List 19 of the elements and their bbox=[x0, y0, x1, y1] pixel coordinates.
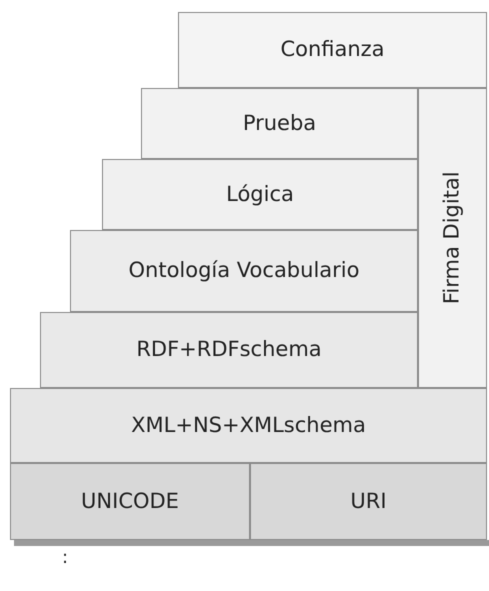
layer-label: URI bbox=[350, 488, 387, 515]
layer-label: XML+NS+XMLschema bbox=[131, 412, 366, 439]
layer-label: RDF+RDFschema bbox=[136, 336, 322, 364]
layer-label: Lógica bbox=[226, 180, 294, 208]
layer-box bbox=[102, 159, 418, 230]
layer-box bbox=[178, 12, 487, 88]
layer-label: Confianza bbox=[280, 36, 385, 64]
layer-box bbox=[10, 463, 250, 540]
layer-label: UNICODE bbox=[81, 488, 179, 515]
layer-box bbox=[141, 88, 418, 159]
layer-label: Firma Digital bbox=[438, 172, 465, 304]
layer-label: Ontología Vocabulario bbox=[128, 257, 360, 284]
layer-box bbox=[40, 312, 418, 388]
layer-box bbox=[70, 230, 418, 312]
note-text: : bbox=[62, 546, 68, 570]
layer-label: Prueba bbox=[242, 110, 316, 137]
layer-box bbox=[418, 88, 487, 388]
layer-box bbox=[250, 463, 487, 540]
layer-box bbox=[10, 388, 487, 463]
